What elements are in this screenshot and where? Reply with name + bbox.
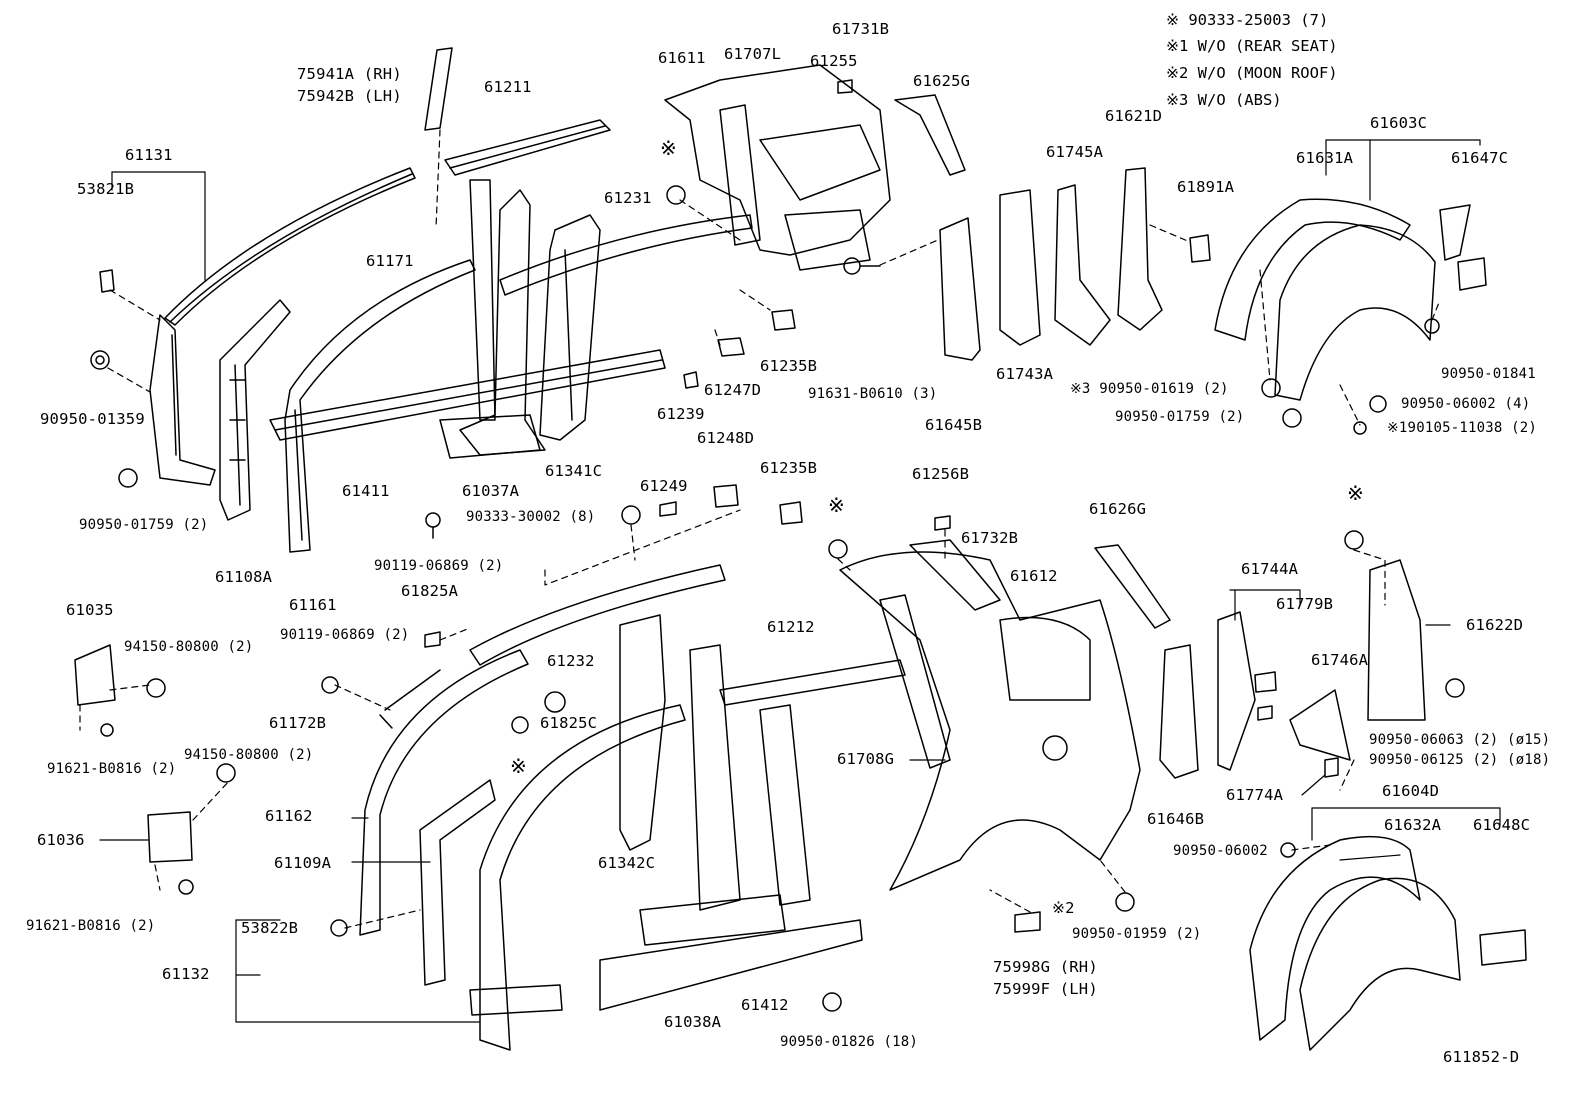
part-label-90950-06002-lower[interactable]: 90950-06002 — [1173, 843, 1268, 859]
part-label-61731B[interactable]: 61731B — [832, 20, 890, 38]
part-label-90950-01759-left[interactable]: 90950-01759 (2) — [79, 517, 209, 533]
part-label-61626G[interactable]: 61626G — [1089, 500, 1147, 518]
part-label-61235B-lower[interactable]: 61235B — [760, 459, 818, 477]
part-label-61746A[interactable]: 61746A — [1311, 651, 1369, 669]
part-label-61235B-upper[interactable]: 61235B — [760, 357, 818, 375]
part-label-90950-06125[interactable]: 90950-06125 (2) (ø18) — [1369, 752, 1551, 768]
part-label-91631-B0610[interactable]: 91631-B0610 (3) — [808, 386, 938, 402]
note-mark-2: ※2 — [1052, 899, 1075, 917]
part-label-91621-B0816-lower[interactable]: 91621-B0816 (2) — [26, 918, 156, 934]
part-label-90950-01759-right[interactable]: 90950-01759 (2) — [1115, 409, 1245, 425]
part-label-61239[interactable]: 61239 — [657, 405, 705, 423]
part-label-61171[interactable]: 61171 — [366, 252, 414, 270]
part-label-190105-11038[interactable]: ※190105-11038 (2) — [1387, 420, 1537, 436]
part-label-61249[interactable]: 61249 — [640, 477, 688, 495]
part-label-61132[interactable]: 61132 — [162, 965, 210, 983]
part-label-61109A[interactable]: 61109A — [274, 854, 332, 872]
part-label-61625G[interactable]: 61625G — [913, 72, 971, 90]
note-mark-right: ※ — [1347, 481, 1364, 505]
legend-note-4: ※3 W/O (ABS) — [1166, 91, 1282, 109]
part-label-61743A[interactable]: 61743A — [996, 365, 1054, 383]
part-label-61162[interactable]: 61162 — [265, 807, 313, 825]
part-label-61825C[interactable]: 61825C — [540, 714, 598, 732]
part-label-75941A[interactable]: 75941A (RH) — [297, 65, 402, 83]
part-label-61604D[interactable]: 61604D — [1382, 782, 1440, 800]
part-label-75998G[interactable]: 75998G (RH) — [993, 958, 1098, 976]
part-label-94150-80800-upper[interactable]: 94150-80800 (2) — [124, 639, 254, 655]
part-label-61647C[interactable]: 61647C — [1451, 149, 1509, 167]
part-label-61342C[interactable]: 61342C — [598, 854, 656, 872]
part-label-53821B[interactable]: 53821B — [77, 180, 135, 198]
part-label-61891A[interactable]: 61891A — [1177, 178, 1235, 196]
part-label-61707L[interactable]: 61707L — [724, 45, 782, 63]
part-label-61774A[interactable]: 61774A — [1226, 786, 1284, 804]
part-label-61622D[interactable]: 61622D — [1466, 616, 1524, 634]
part-label-61212[interactable]: 61212 — [767, 618, 815, 636]
part-label-90950-01826[interactable]: 90950-01826 (18) — [780, 1034, 919, 1050]
part-label-75942B[interactable]: 75942B (LH) — [297, 87, 402, 105]
part-label-90950-01841[interactable]: 90950-01841 — [1441, 366, 1536, 382]
part-label-61341C[interactable]: 61341C — [545, 462, 603, 480]
part-label-61621D[interactable]: 61621D — [1105, 107, 1163, 125]
part-label-61255[interactable]: 61255 — [810, 52, 858, 70]
part-label-90119-06869-lower[interactable]: 90119-06869 (2) — [280, 627, 410, 643]
part-label-61037A[interactable]: 61037A — [462, 482, 520, 500]
legend-note-2: ※1 W/O (REAR SEAT) — [1166, 37, 1338, 55]
part-label-61232[interactable]: 61232 — [547, 652, 595, 670]
part-label-61248D[interactable]: 61248D — [697, 429, 755, 447]
part-label-61603C[interactable]: 61603C — [1370, 114, 1428, 132]
part-label-61646B[interactable]: 61646B — [1147, 810, 1205, 828]
part-label-75999F[interactable]: 75999F (LH) — [993, 980, 1098, 998]
note-mark-low: ※ — [510, 754, 527, 778]
part-label-61732B[interactable]: 61732B — [961, 529, 1019, 547]
part-label-61412[interactable]: 61412 — [741, 996, 789, 1014]
part-label-90333-30002[interactable]: 90333-30002 (8) — [466, 509, 596, 525]
part-label-61779B[interactable]: 61779B — [1276, 595, 1334, 613]
part-label-90950-01359[interactable]: 90950-01359 — [40, 410, 145, 428]
part-label-61612[interactable]: 61612 — [1010, 567, 1058, 585]
part-label-61411[interactable]: 61411 — [342, 482, 390, 500]
note-mark-top: ※ — [660, 136, 677, 160]
diagram-reference-id: 611852-D — [1443, 1048, 1520, 1066]
part-label-61745A[interactable]: 61745A — [1046, 143, 1104, 161]
part-label-61108A[interactable]: 61108A — [215, 568, 273, 586]
part-label-61645B[interactable]: 61645B — [925, 416, 983, 434]
part-label-61631A[interactable]: 61631A — [1296, 149, 1354, 167]
note-mark-mid: ※ — [828, 493, 845, 517]
part-label-61211[interactable]: 61211 — [484, 78, 532, 96]
part-label-61632A[interactable]: 61632A — [1384, 816, 1442, 834]
legend-note-3: ※2 W/O (MOON ROOF) — [1166, 64, 1338, 82]
part-label-61035[interactable]: 61035 — [66, 601, 114, 619]
part-label-61231[interactable]: 61231 — [604, 189, 652, 207]
part-label-61256B[interactable]: 61256B — [912, 465, 970, 483]
part-label-90950-06002-upper[interactable]: 90950-06002 (4) — [1401, 396, 1531, 412]
part-label-90950-01619[interactable]: ※3 90950-01619 (2) — [1070, 381, 1229, 397]
part-label-61038A[interactable]: 61038A — [664, 1013, 722, 1031]
part-label-61036[interactable]: 61036 — [37, 831, 85, 849]
part-label-61131[interactable]: 61131 — [125, 146, 173, 164]
part-label-53822B[interactable]: 53822B — [241, 919, 299, 937]
part-label-61648C[interactable]: 61648C — [1473, 816, 1531, 834]
part-label-91621-B0816-upper[interactable]: 91621-B0816 (2) — [47, 761, 177, 777]
part-label-61161[interactable]: 61161 — [289, 596, 337, 614]
part-label-61744A[interactable]: 61744A — [1241, 560, 1299, 578]
part-label-61611[interactable]: 61611 — [658, 49, 706, 67]
part-label-90950-01959[interactable]: 90950-01959 (2) — [1072, 926, 1202, 942]
legend-note-1: ※ 90333-25003 (7) — [1166, 11, 1329, 29]
part-label-61247D[interactable]: 61247D — [704, 381, 762, 399]
part-label-61825A[interactable]: 61825A — [401, 582, 459, 600]
part-label-94150-80800-lower[interactable]: 94150-80800 (2) — [184, 747, 314, 763]
part-label-61172B[interactable]: 61172B — [269, 714, 327, 732]
part-label-61708G[interactable]: 61708G — [837, 750, 895, 768]
part-label-90950-06063[interactable]: 90950-06063 (2) (ø15) — [1369, 732, 1551, 748]
part-label-90119-06869-upper[interactable]: 90119-06869 (2) — [374, 558, 504, 574]
